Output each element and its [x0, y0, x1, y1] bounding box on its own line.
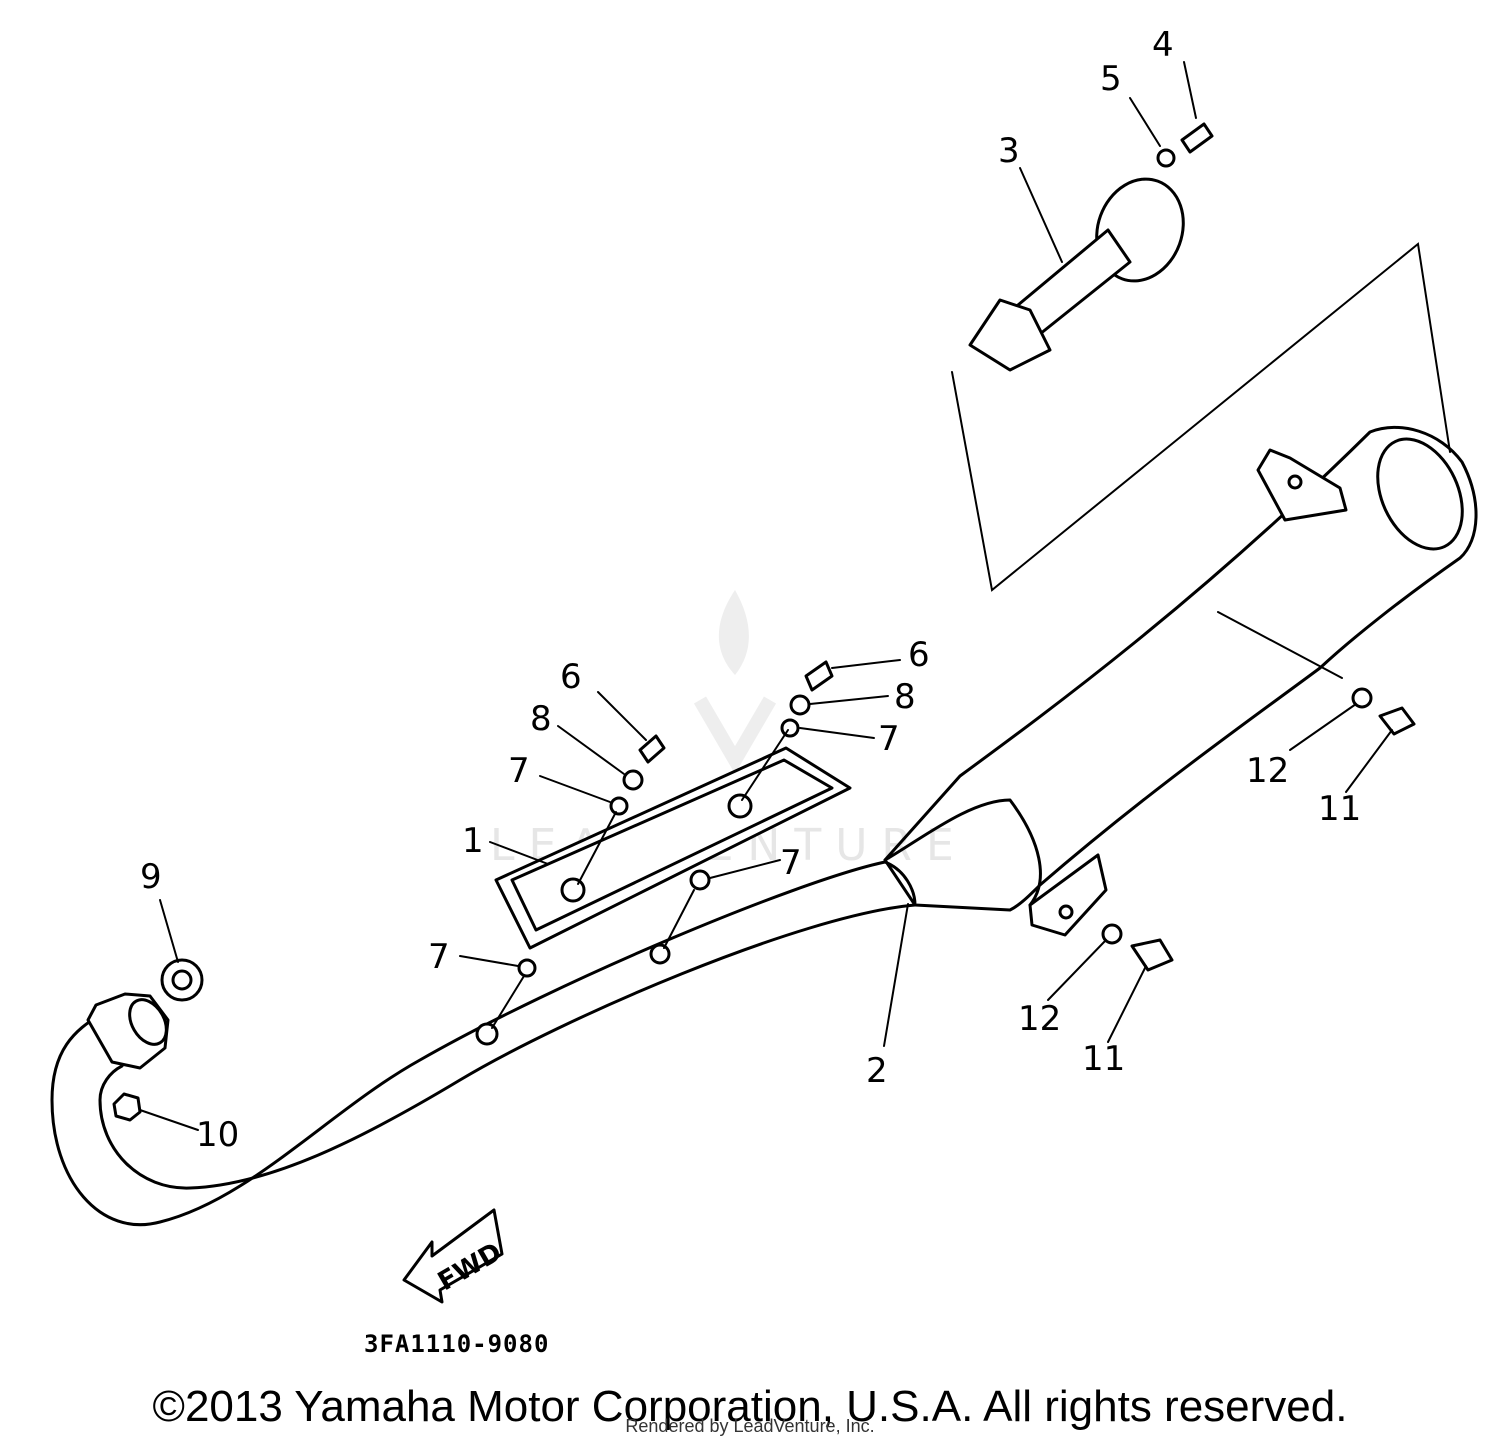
callout-6: 6 [560, 657, 582, 697]
bolt-part-11 [1130, 938, 1174, 972]
callout-12: 12 [1018, 999, 1061, 1039]
exhaust-flange [86, 992, 170, 1070]
reference-line-end-cap [951, 242, 1451, 592]
copyright-notice: ©2013 Yamaha Motor Corporation, U.S.A. A… [152, 1382, 1348, 1431]
exhaust-pipe-outer-line [50, 860, 887, 1227]
part-code: 3FA1110-9080 [364, 1330, 549, 1358]
washer-part-12 [1351, 687, 1373, 709]
leader-lines [139, 61, 1393, 1131]
watermark-v-icon [693, 696, 777, 774]
fasteners [112, 660, 1416, 1122]
muffler-assembly [883, 425, 1478, 937]
callout-7: 7 [878, 719, 900, 759]
heat-shield-inner-edge [510, 758, 834, 932]
callout-11: 11 [1082, 1039, 1125, 1079]
heat-shield [475, 746, 852, 1046]
callout-6: 6 [908, 635, 930, 675]
callouts: 4 5 3 6 6 8 8 7 7 7 7 1 9 10 2 12 11 12 … [140, 25, 1361, 1155]
callout-5: 5 [1100, 59, 1122, 99]
grommet-part-7 [609, 796, 629, 816]
pipe-grommet [649, 943, 671, 965]
heat-shield-plate [494, 746, 852, 950]
callout-7: 7 [780, 843, 802, 883]
callout-2: 2 [866, 1051, 888, 1091]
muffler-lower-bracket [1028, 853, 1108, 937]
spark-arrester [968, 122, 1214, 372]
watermark-flame-icon [718, 590, 749, 675]
bolt-part-11 [1378, 706, 1416, 736]
callout-9: 9 [140, 857, 162, 897]
muffler-outlet-end [1376, 437, 1464, 551]
grommet-part-7 [517, 958, 537, 978]
bolt-part-6 [638, 734, 666, 764]
bolt-part-6 [804, 660, 834, 692]
rendered-by-credit: Rendered by LeadVenture, Inc. [625, 1416, 875, 1436]
muffler-cone [883, 798, 1042, 907]
callout-8: 8 [894, 677, 916, 717]
callout-4: 4 [1152, 25, 1174, 65]
exhaust-pipe-joint [883, 860, 917, 907]
exhaust-pipe-inner-line [98, 903, 917, 1190]
pipe-grommet [689, 869, 711, 891]
callout-10: 10 [196, 1115, 239, 1155]
exhaust-pipe [50, 860, 917, 1227]
muffler-top-bracket [1256, 448, 1348, 522]
washer-part-8 [622, 769, 644, 791]
grommet-part-7 [780, 718, 800, 738]
bolt-part-4 [1180, 122, 1214, 154]
muffler-top-bracket-hole [1287, 474, 1303, 490]
callout-7: 7 [428, 937, 450, 977]
callout-12: 12 [1246, 751, 1289, 791]
washer-part-12 [1101, 923, 1123, 945]
callout-11: 11 [1318, 789, 1361, 829]
pipe-grommet [475, 1022, 499, 1046]
washer-part-8 [789, 694, 811, 716]
spark-arrester-screen [968, 298, 1052, 372]
callout-8: 8 [530, 699, 552, 739]
callout-1: 1 [462, 821, 484, 861]
reference-line-bracket [1217, 611, 1343, 679]
washer-part-5 [1156, 148, 1176, 168]
gasket-part-9-hole [171, 969, 193, 991]
callout-7: 7 [508, 751, 530, 791]
callout-3: 3 [998, 131, 1020, 171]
heat-shield-grommet [727, 793, 753, 819]
heat-shield-grommet [560, 877, 586, 903]
fwd-arrow-icon [402, 1208, 504, 1304]
exhaust-flange-port [128, 998, 168, 1046]
muffler-lower-bracket-hole [1058, 904, 1074, 920]
forward-direction-arrow: FWD [402, 1208, 507, 1304]
nut-part-10 [112, 1092, 142, 1122]
muffler-body [883, 425, 1478, 912]
